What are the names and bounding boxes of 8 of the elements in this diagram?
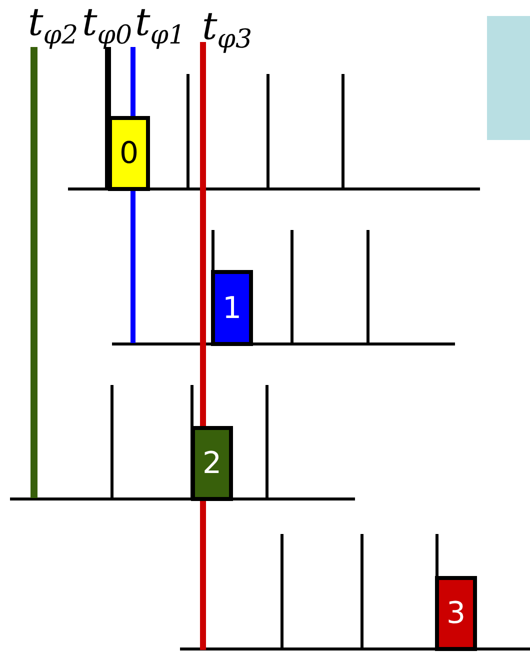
task-block: 3 [435, 576, 477, 651]
time-label: t$_{φ3}$ [202, 6, 252, 57]
task-block: 2 [191, 426, 233, 501]
task-block: 1 [211, 270, 253, 346]
time-label: t$_{φ2}$ [28, 2, 78, 53]
task-block: 0 [108, 116, 150, 191]
time-label: t$_{φ1}$ [135, 2, 186, 53]
time-label: t$_{φ0}$ [82, 2, 132, 53]
